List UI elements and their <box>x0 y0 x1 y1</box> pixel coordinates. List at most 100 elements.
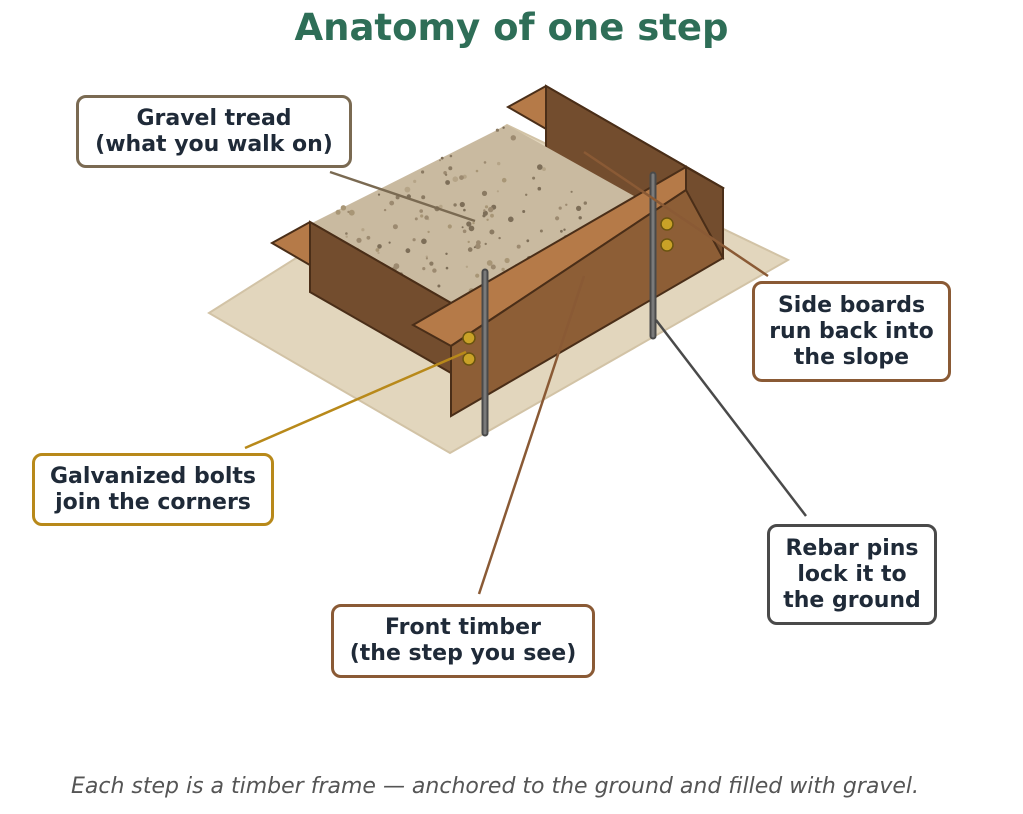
gravel-speckle <box>439 204 443 209</box>
leader-front-timber <box>477 275 586 595</box>
gravel-speckle <box>459 175 464 181</box>
gravel-speckle <box>542 167 546 172</box>
gravel-speckle <box>576 205 582 211</box>
gravel-speckle <box>508 216 514 223</box>
gravel-speckle <box>445 180 450 185</box>
gravel-speckle <box>475 169 479 173</box>
gravel-speckle <box>466 221 472 227</box>
gravel-speckle <box>537 164 543 170</box>
callout-line: Rebar pins <box>785 535 919 561</box>
gravel-speckle <box>383 208 387 212</box>
gravel-speckle <box>583 201 587 205</box>
gravel-speckle <box>473 246 476 249</box>
gravel-speckle <box>495 128 499 132</box>
gravel-speckle <box>467 247 473 252</box>
gravel-speckle <box>377 244 382 249</box>
gravel-speckle <box>522 210 526 213</box>
gravel-speckle <box>489 229 495 235</box>
bolt-right-upper <box>660 217 674 231</box>
gravel-speckle <box>501 177 507 183</box>
gravel-speckle <box>539 229 543 233</box>
gravel-speckle <box>484 205 489 209</box>
gravel-speckle <box>496 190 499 193</box>
gravel-speckle <box>465 265 469 268</box>
gravel-speckle <box>453 203 457 207</box>
callout-line: join the corners <box>55 489 251 515</box>
gravel-speckle <box>425 255 428 258</box>
gravel-speckle <box>429 261 434 266</box>
gravel-speckle <box>461 226 464 229</box>
gravel-speckle <box>340 205 347 211</box>
gravel-speckle <box>419 209 424 213</box>
gravel-speckle <box>560 229 563 233</box>
gravel-speckle <box>497 161 501 166</box>
bolt-left-lower <box>462 352 476 366</box>
gravel-speckle <box>356 237 362 243</box>
bolt-left-upper <box>462 331 476 345</box>
gravel-speckle <box>486 218 489 221</box>
callout-line: the slope <box>793 344 910 370</box>
gravel-speckle <box>472 221 475 225</box>
gravel-speckle <box>427 230 430 234</box>
gravel-speckle <box>525 193 528 196</box>
callout-front-timber: Front timber (the step you see) <box>331 604 595 678</box>
callout-line: the ground <box>783 587 921 613</box>
gravel-speckle <box>432 268 437 273</box>
gravel-speckle <box>335 209 341 215</box>
gravel-speckle <box>414 217 418 221</box>
gravel-speckle <box>475 273 480 278</box>
callout-line: lock it to <box>797 561 907 587</box>
gravel-speckle <box>463 208 466 212</box>
gravel-speckle <box>345 232 348 235</box>
gravel-speckle <box>501 267 505 272</box>
gravel-speckle <box>437 284 441 288</box>
gravel-speckle <box>459 201 465 208</box>
gravel-speckle <box>483 161 487 164</box>
gravel-speckle <box>421 195 426 200</box>
gravel-speckle <box>578 216 582 220</box>
gravel-speckle <box>484 242 487 246</box>
gravel-speckle <box>563 228 566 231</box>
gravel-speckle <box>570 190 573 193</box>
gravel-speckle <box>510 135 516 141</box>
callout-line: Front timber <box>385 615 541 640</box>
gravel-speckle <box>347 210 350 214</box>
callout-rebar-pins: Rebar pins lock it to the ground <box>767 524 937 625</box>
gravel-speckle <box>361 228 365 232</box>
gravel-speckle <box>468 225 475 232</box>
leader-rebar <box>655 319 807 517</box>
gravel-speckle <box>486 260 493 266</box>
bolt-right-lower <box>660 238 674 252</box>
gravel-speckle <box>526 239 530 243</box>
gravel-speckle <box>421 170 425 174</box>
gravel-speckle <box>404 186 411 193</box>
callout-gravel-tread: Gravel tread (what you walk on) <box>76 95 352 168</box>
gravel-speckle <box>440 156 444 160</box>
callout-line: (the step you see) <box>349 641 577 666</box>
callout-line: (what you walk on) <box>95 131 333 157</box>
gravel-speckle <box>413 179 417 183</box>
gravel-speckle <box>498 236 501 240</box>
gravel-speckle <box>555 216 560 221</box>
gravel-speckle <box>449 154 453 158</box>
gravel-speckle <box>467 240 470 244</box>
callout-line: Side boards <box>777 292 926 318</box>
gravel-speckle <box>490 264 496 270</box>
gravel-speckle <box>422 267 426 271</box>
gravel-speckle <box>445 252 448 255</box>
gravel-speckle <box>558 206 562 210</box>
gravel-speckle <box>504 257 510 264</box>
gravel-speckle <box>377 193 381 196</box>
gravel-speckle <box>483 209 486 212</box>
gravel-speckle <box>348 209 355 216</box>
callout-line: Galvanized bolts <box>50 463 256 489</box>
leader-gravel <box>329 170 476 223</box>
gravel-speckle <box>366 235 371 240</box>
gravel-speckle <box>448 166 453 171</box>
gravel-speckle <box>488 206 494 213</box>
gravel-speckle <box>377 251 380 255</box>
gravel-speckle <box>392 224 398 230</box>
callout-line: Gravel tread <box>136 105 292 131</box>
gravel-speckle <box>445 266 449 270</box>
gravel-speckle <box>482 210 488 216</box>
